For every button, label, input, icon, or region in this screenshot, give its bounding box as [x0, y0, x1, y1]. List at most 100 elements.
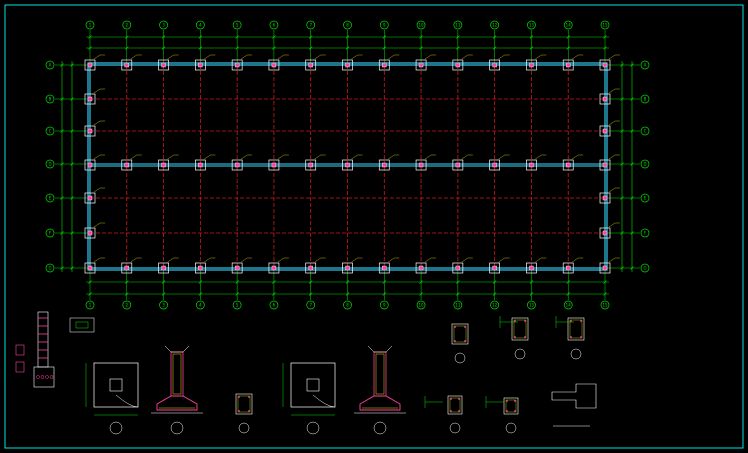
footing-outline [415, 262, 427, 274]
beam-rebar [75, 321, 89, 329]
footing-outline [342, 59, 353, 71]
detail-bubble [238, 422, 250, 434]
rebar-dot [524, 320, 526, 322]
dimension-tick [603, 46, 607, 50]
leader-line [93, 54, 101, 60]
axis-label-top: 6 [273, 23, 276, 28]
dimension-tick [492, 35, 497, 39]
axis-bubble-top [269, 20, 279, 30]
column-section [308, 162, 313, 168]
dimension-tick [70, 129, 74, 133]
dimension-tick [125, 46, 129, 50]
footing-outline [526, 159, 537, 171]
axis-label-bottom: 13 [529, 303, 535, 308]
axis-bubble-bottom [122, 300, 132, 310]
dimension-tick [235, 46, 239, 50]
footing-outline [378, 159, 390, 171]
leader-line [608, 222, 616, 228]
rubble-fill [45, 375, 49, 379]
footing-outline [305, 262, 317, 274]
rebar-dot [450, 398, 452, 400]
dimension-tick [419, 280, 423, 284]
dimension-tick [620, 196, 624, 200]
axis-bubble-right [640, 60, 650, 70]
axis-bubble-top [122, 20, 132, 30]
axis-label-left: E [49, 196, 52, 201]
column-section [198, 62, 203, 68]
leader-line [241, 257, 248, 263]
axis-bubble-top [232, 20, 242, 30]
axis-bubble-top [600, 20, 610, 30]
leader-line [204, 54, 211, 60]
axis-bubble-top [416, 20, 426, 30]
axis-bubble-top [563, 20, 573, 30]
footing-outline [268, 159, 280, 171]
rebar-arc [115, 394, 139, 408]
column-section [87, 195, 93, 201]
rebar-dot [248, 410, 250, 412]
dimension-tick [630, 266, 634, 270]
axis-label-bottom: 12 [492, 303, 498, 308]
footing-outline [121, 59, 133, 71]
dimension-tick [235, 35, 239, 39]
leader-line [93, 187, 101, 193]
axis-label-left: G [48, 266, 51, 271]
column-top [164, 345, 190, 353]
leader-line [424, 257, 432, 263]
column-section [455, 62, 461, 68]
footing-outline [378, 262, 390, 274]
column-section [566, 162, 571, 168]
footing-outline [305, 159, 317, 171]
dimension-tick [70, 231, 74, 235]
pedestal-plan [109, 378, 123, 392]
dimension-tick [235, 292, 239, 296]
column-section [87, 96, 93, 102]
axis-bubble-bottom [343, 300, 352, 310]
wall-footing [33, 366, 55, 388]
dimension-tick [529, 35, 534, 39]
column-section [602, 128, 608, 134]
dimension-tick [382, 46, 386, 50]
leader-line [424, 154, 432, 160]
rubble-fill [49, 375, 54, 379]
rebar-dot [458, 410, 460, 412]
dimension-tick [272, 46, 276, 50]
column-section [455, 162, 461, 168]
dimension-tick [309, 292, 313, 296]
axis-label-top: 15 [602, 23, 608, 28]
dimension-tick [566, 292, 570, 296]
column-section [345, 162, 350, 168]
axis-label-top: 7 [309, 23, 312, 28]
leader-line [277, 154, 285, 160]
footing-outline [158, 159, 169, 171]
rebar-dot [458, 398, 460, 400]
dimension-tick [566, 46, 570, 50]
axis-bubble-bottom [269, 300, 279, 310]
leader-line [535, 257, 542, 263]
leader-line [608, 154, 616, 160]
rebar-dot [454, 340, 456, 342]
leader-line [608, 120, 616, 126]
rebar-dot [514, 400, 516, 402]
axis-bubble-left [45, 60, 55, 70]
leader-line [167, 154, 174, 160]
dimension-tick [620, 97, 624, 101]
dimension-tick [603, 35, 607, 39]
leader-line [130, 257, 137, 263]
rebar-dot [506, 410, 508, 412]
rebar-dot [450, 410, 452, 412]
axis-label-right: A [644, 63, 647, 68]
dimension-tick [345, 46, 350, 50]
axis-label-bottom: 1 [89, 303, 92, 308]
dimension-tick [630, 129, 634, 133]
footing-outline [195, 159, 206, 171]
leader-line [314, 154, 321, 160]
axis-bubble-right [640, 193, 650, 203]
axis-bubble-right [640, 126, 650, 136]
column-section [124, 62, 129, 68]
column-section [418, 62, 424, 68]
axis-label-bottom: 11 [455, 303, 461, 308]
leader-line [351, 257, 358, 263]
pedestal-rebar [172, 353, 182, 395]
